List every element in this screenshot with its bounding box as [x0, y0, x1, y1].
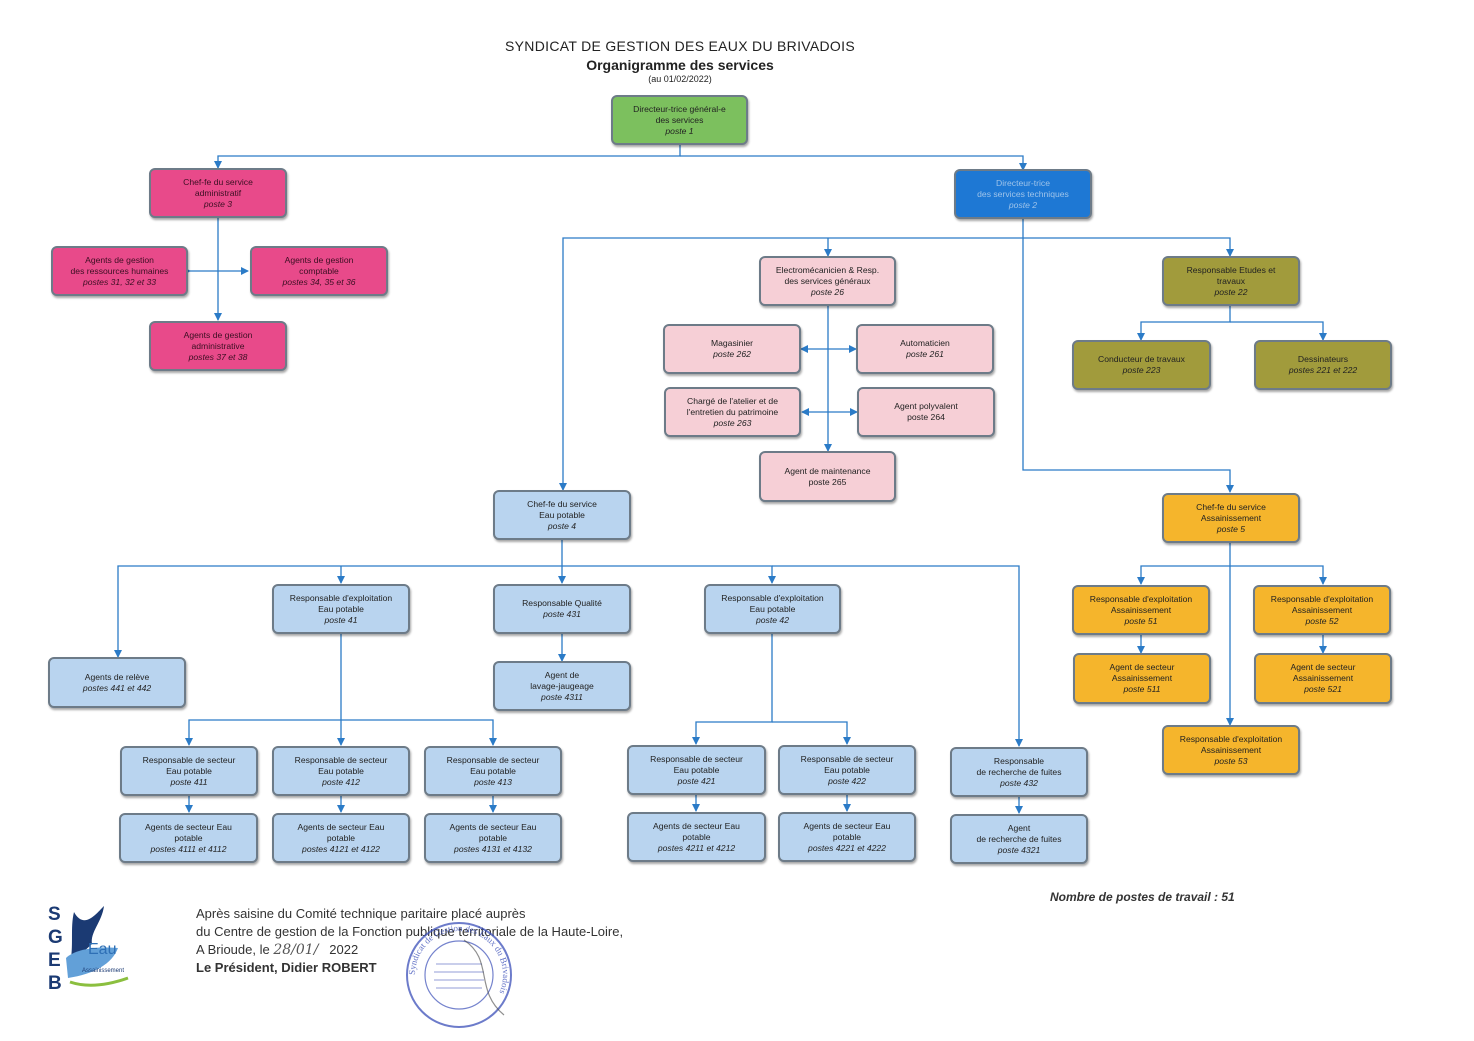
footer-president: Le Président, Didier ROBERT [196, 960, 377, 975]
handwritten-date: 28/01/ [273, 942, 319, 958]
footer-line-1: Après saisine du Comité technique parita… [196, 906, 526, 921]
official-stamp: Syndicat de Gestion des Eaux du Brivadoi… [406, 922, 512, 1028]
svg-text:Syndicat de Gestion des Eaux d: Syndicat de Gestion des Eaux du Brivadoi… [407, 923, 511, 996]
footer-line-2: du Centre de gestion de la Fonction publ… [196, 924, 624, 939]
logo-letter-s: S [48, 904, 61, 925]
logo-letter-g: G [48, 927, 63, 948]
org-date: (au 01/02/2022) [648, 74, 712, 84]
org-title: SYNDICAT DE GESTION DES EAUX DU BRIVADOI… [505, 38, 855, 54]
logo-letter-e: E [48, 950, 61, 971]
node-electromecanicien: Electromécanicien & Resp.des services gé… [759, 256, 896, 306]
org-subtitle: Organigramme des services [586, 57, 774, 73]
logo-assainissement: Assainissement [82, 968, 124, 974]
approval-footer: Après saisine du Comité technique parita… [196, 905, 623, 977]
logo-letter-b: B [48, 973, 62, 994]
logo-eau: Eau [88, 941, 116, 958]
footer-line-3: A Brioude, le 28/01/ 2022 [196, 942, 359, 958]
sgeb-logo: S G E B Eau Assainissement [48, 904, 129, 994]
positions-count: Nombre de postes de travail : 51 [1050, 890, 1235, 904]
